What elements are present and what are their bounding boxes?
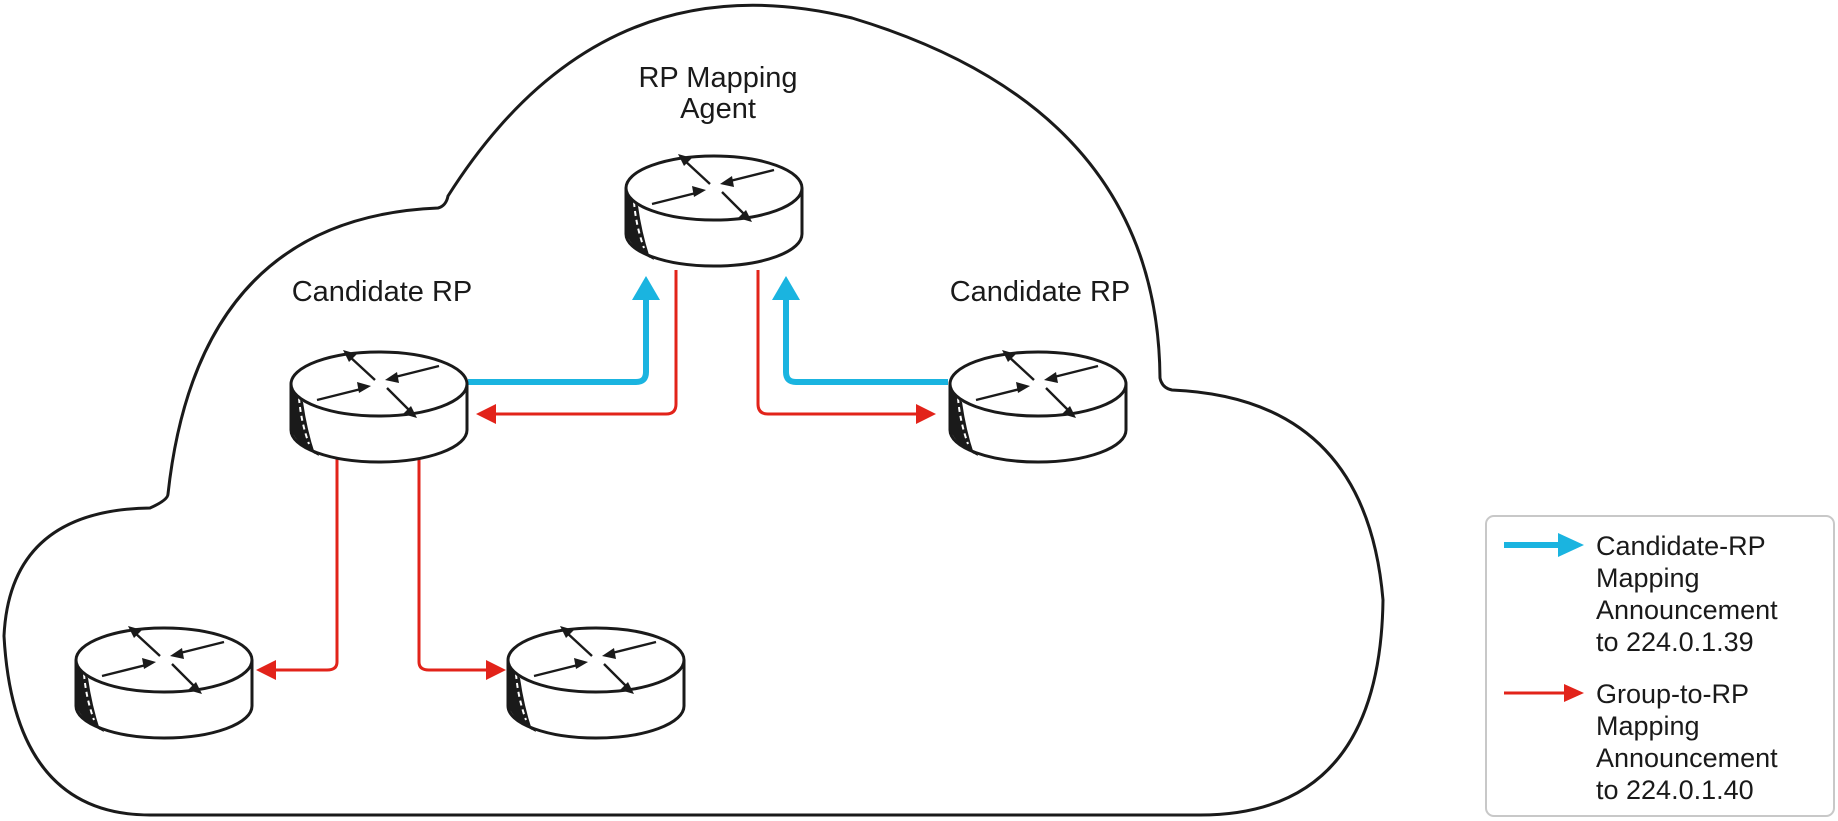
link-left-candidate-to-bottom-middle: [417, 450, 486, 672]
router-candidate-rp-left[interactable]: Candidate RP: [289, 276, 473, 464]
link-agent-to-left-candidate: [494, 270, 678, 416]
router-icon: [948, 348, 1128, 464]
cloud-icon: [2, 3, 1385, 817]
legend-box: [1485, 515, 1835, 817]
router-icon: [74, 624, 254, 740]
link-left-candidate-to-agent: [468, 294, 649, 385]
router-candidate-rp-right[interactable]: Candidate RP: [948, 276, 1131, 464]
legend-candidate-rp-line4: to 224.0.1.39: [1596, 627, 1754, 657]
candidate-rp-right-label: Candidate RP: [950, 276, 1131, 308]
legend-candidate-rp-line2: Mapping: [1596, 563, 1700, 593]
arrowhead-left-candidate-to-bottom-left: [256, 660, 276, 680]
router-bottom-middle[interactable]: [506, 624, 686, 740]
legend-item-group-to-rp: Group-to-RP Mapping Announcement to 224.…: [1504, 679, 1778, 805]
arrowhead-agent-to-right-candidate: [916, 404, 936, 424]
legend-group-to-rp-line4: to 224.0.1.40: [1596, 775, 1754, 805]
link-left-candidate-to-bottom-left: [276, 450, 339, 672]
router-icon: [624, 152, 804, 268]
arrowhead-left-candidate-to-bottom-middle: [486, 660, 506, 680]
link-agent-to-right-candidate: [756, 270, 918, 416]
rp-mapping-agent-label-line2: Agent: [680, 93, 756, 125]
legend-group-to-rp-line2: Mapping: [1596, 711, 1700, 741]
legend-arrowhead-candidate-rp: [1558, 533, 1584, 557]
candidate-rp-left-label: Candidate RP: [292, 276, 473, 308]
arrowhead-agent-to-left-candidate: [476, 404, 496, 424]
router-bottom-left[interactable]: [74, 624, 254, 740]
legend-item-candidate-rp: Candidate-RP Mapping Announcement to 224…: [1504, 531, 1778, 657]
router-icon: [289, 348, 469, 464]
arrowhead-right-candidate-to-agent: [772, 276, 800, 300]
legend: Candidate-RP Mapping Announcement to 224…: [1485, 515, 1835, 817]
arrowhead-left-candidate-to-agent: [632, 276, 660, 300]
rp-mapping-agent-label-line1: RP Mapping: [638, 62, 797, 94]
legend-candidate-rp-line1: Candidate-RP: [1596, 531, 1766, 561]
router-rp-mapping-agent[interactable]: RP Mapping Agent: [624, 62, 804, 268]
legend-candidate-rp-line3: Announcement: [1596, 595, 1778, 625]
legend-group-to-rp-line3: Announcement: [1596, 743, 1778, 773]
group-to-rp-announcement-links: [256, 270, 936, 680]
link-right-candidate-to-agent: [783, 294, 948, 385]
router-icon: [506, 624, 686, 740]
legend-arrowhead-group-to-rp: [1564, 684, 1584, 702]
candidate-rp-announcement-links: [468, 276, 948, 385]
legend-group-to-rp-line1: Group-to-RP: [1596, 679, 1749, 709]
